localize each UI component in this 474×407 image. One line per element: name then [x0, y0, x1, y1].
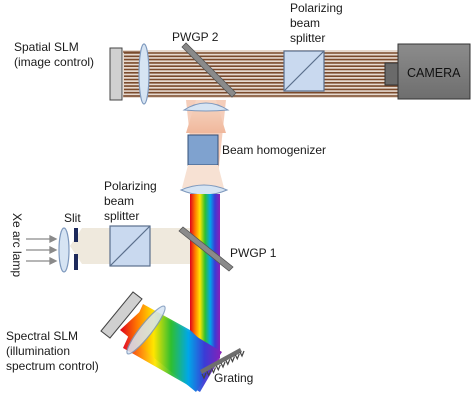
grating: [200, 348, 245, 380]
label-pwgp1: PWGP 1: [230, 246, 277, 260]
rainbow-vertical-beam: [190, 194, 220, 358]
label-pbs-left-3: splitter: [104, 209, 139, 223]
lamp-arrows: [26, 234, 58, 266]
label-spectral-slm-3: spectrum control): [6, 359, 99, 373]
label-spectral-slm-1: Spectral SLM: [6, 329, 78, 343]
label-pbs-top-1: Polarizing: [290, 1, 343, 15]
slit: [74, 228, 78, 270]
label-xe-arc-lamp: Xe arc lamp: [10, 213, 24, 277]
pbs-left: [109, 225, 151, 267]
camera: [384, 43, 471, 100]
top-beam-bundle: [123, 50, 398, 98]
label-spectral-slm-2: (illumination: [6, 344, 70, 358]
spatial-slm: [109, 47, 123, 101]
spectral-lens: [126, 305, 166, 355]
label-pbs-top-2: beam: [290, 16, 320, 30]
label-pbs-top-3: splitter: [290, 31, 325, 45]
label-grating: Grating: [214, 371, 253, 385]
label-pbs-left-2: beam: [104, 194, 134, 208]
label-spatial-slm-1: Spatial SLM: [14, 40, 79, 54]
label-pwgp2: PWGP 2: [172, 30, 219, 44]
label-pbs-left-1: Polarizing: [104, 179, 157, 193]
input-lens: [58, 227, 70, 273]
beam-homogenizer: [187, 134, 219, 166]
label-slit: Slit: [64, 211, 81, 225]
lens-below-pwgp2: [182, 102, 230, 112]
pwgp2-plate: [181, 42, 237, 98]
converging-lines: [123, 51, 140, 97]
spectral-slm: [100, 291, 143, 339]
top-beam-background: [123, 50, 398, 98]
pbs-top: [283, 50, 325, 92]
peach-beam-lower: [182, 165, 224, 188]
top-lens: [138, 43, 150, 105]
pwgp1-plate: [178, 226, 234, 272]
label-spatial-slm-2: (image control): [14, 55, 94, 69]
label-beam-homogenizer: Beam homogenizer: [222, 143, 326, 157]
label-camera: CAMERA: [407, 66, 461, 80]
